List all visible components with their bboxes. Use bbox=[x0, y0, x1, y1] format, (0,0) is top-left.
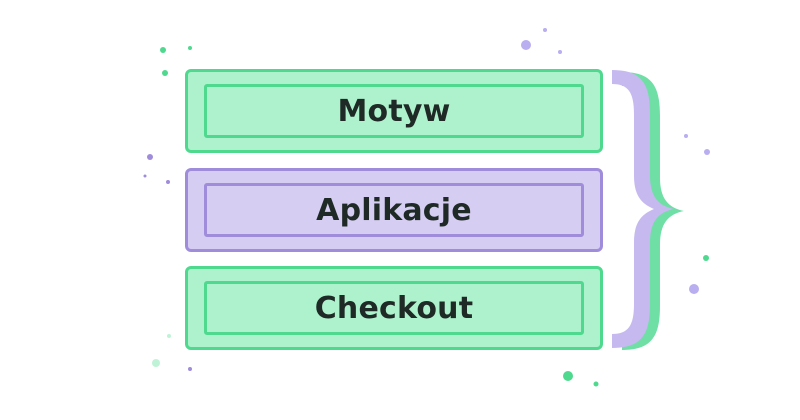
dot bbox=[188, 46, 192, 50]
layer-inner-frame: Checkout bbox=[204, 281, 584, 335]
layer-box-aplikacje: Aplikacje bbox=[185, 168, 603, 252]
dot bbox=[143, 174, 147, 178]
dot bbox=[166, 180, 170, 184]
dot bbox=[521, 40, 531, 50]
dot bbox=[147, 154, 153, 160]
brace-shadow bbox=[622, 72, 684, 350]
dot bbox=[188, 367, 192, 371]
dot bbox=[563, 371, 573, 381]
dot bbox=[160, 47, 166, 53]
dot bbox=[558, 50, 562, 54]
dot bbox=[543, 28, 547, 32]
layer-label-aplikacje: Aplikacje bbox=[316, 192, 472, 228]
layer-inner-frame: Aplikacje bbox=[204, 183, 584, 237]
dot bbox=[703, 255, 709, 261]
dot bbox=[167, 334, 171, 338]
layer-label-checkout: Checkout bbox=[314, 290, 474, 326]
dot bbox=[593, 381, 599, 387]
dot bbox=[162, 70, 168, 76]
dot bbox=[704, 149, 710, 155]
layer-inner-frame: Motyw bbox=[204, 84, 584, 138]
curly-brace-icon bbox=[612, 70, 684, 350]
dot bbox=[152, 359, 160, 367]
layer-box-motyw: Motyw bbox=[185, 69, 603, 153]
layer-box-checkout: Checkout bbox=[185, 266, 603, 350]
brace-main bbox=[612, 70, 674, 348]
layer-label-motyw: Motyw bbox=[337, 93, 451, 129]
